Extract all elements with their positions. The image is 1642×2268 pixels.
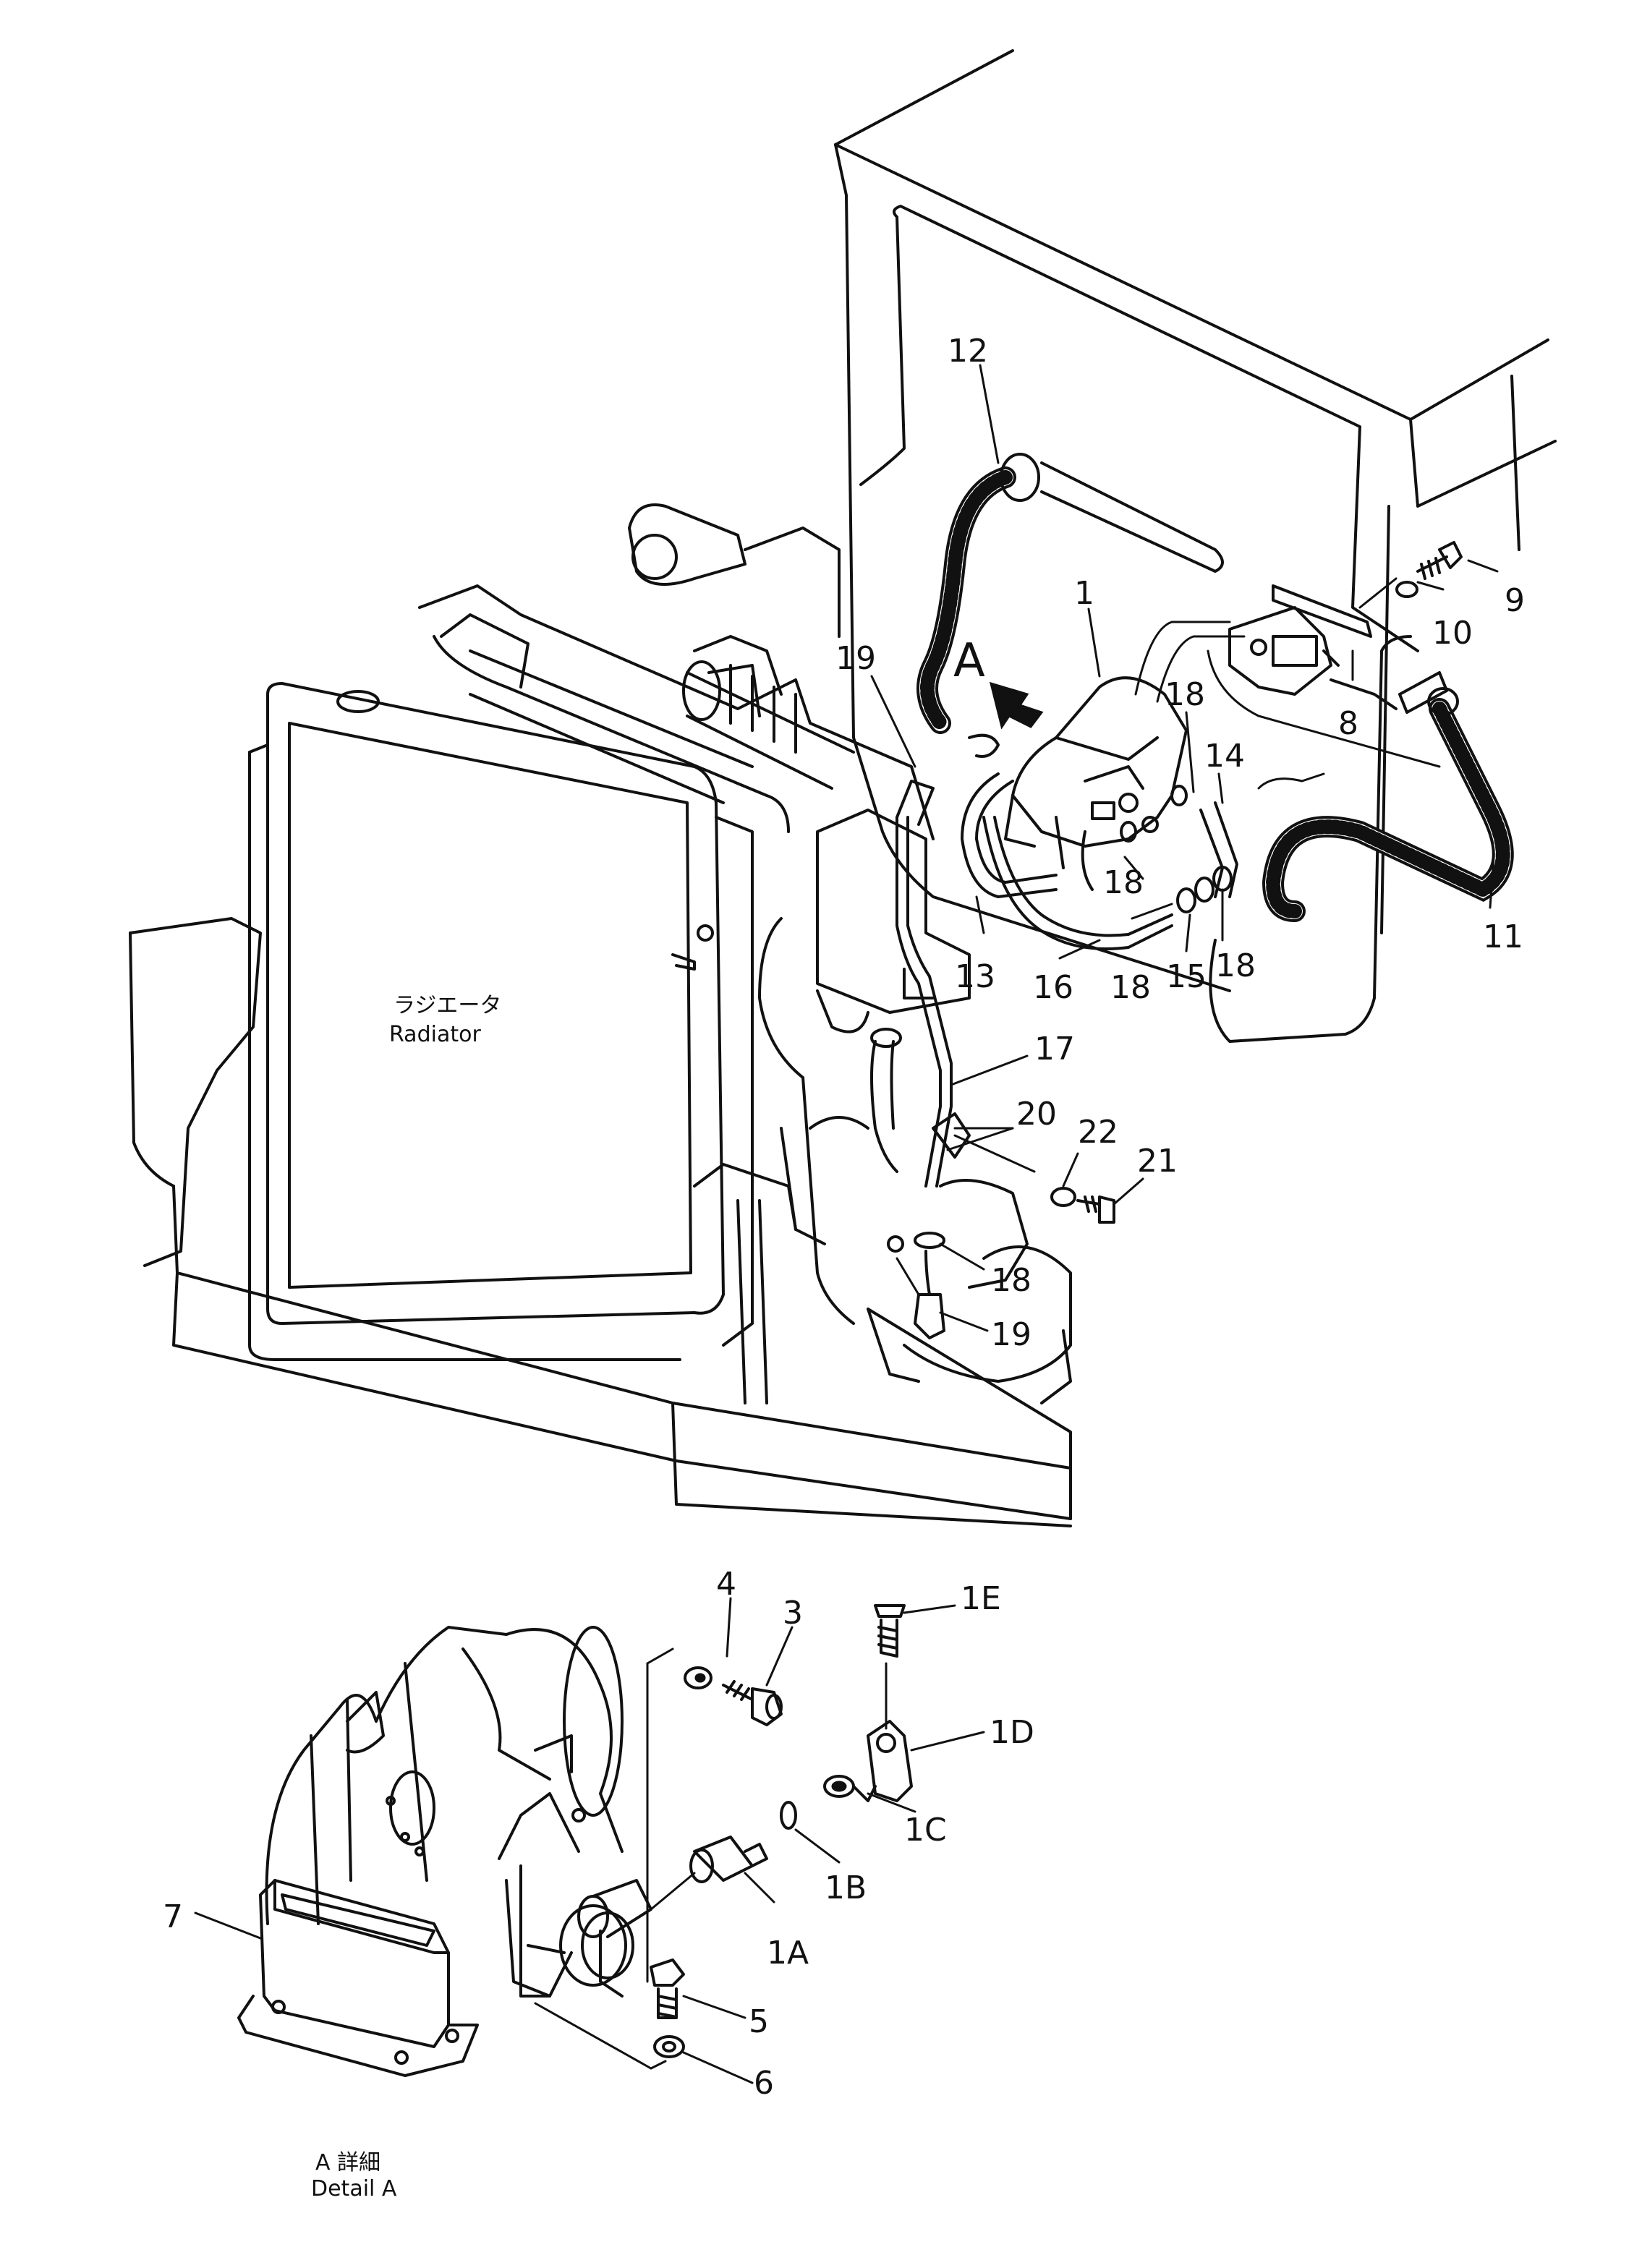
radiator-label-jp: ラジエータ (394, 993, 501, 1018)
callout-12: 12 (948, 333, 988, 370)
heater-unit (1004, 676, 1188, 891)
callout-1c: 1C (904, 1812, 947, 1849)
callout-20: 20 (1016, 1096, 1057, 1133)
detail-a-dashed-guides (534, 1647, 674, 2070)
callout-9: 9 (1505, 582, 1525, 619)
bracket-20 (932, 1112, 1036, 1173)
callout-1e: 1E (961, 1580, 1001, 1617)
callout-7: 7 (163, 1898, 183, 1935)
view-marker-a: A (953, 634, 985, 688)
callout-1b: 1B (825, 1870, 867, 1906)
callout-1: 1 (1074, 575, 1094, 612)
callout-10: 10 (1432, 615, 1473, 652)
bolt-5 (650, 1958, 685, 2019)
radiator-guard-frame (129, 917, 1072, 1527)
detail-label-en: Detail A (311, 2176, 397, 2201)
detail-a-control-box (237, 1879, 479, 2077)
callout-6: 6 (754, 2065, 774, 2102)
engine-block (418, 503, 1072, 1404)
callout-1d: 1D (990, 1714, 1034, 1751)
callout-18-a: 18 (1165, 676, 1205, 713)
leader-lines (194, 364, 1499, 2084)
callout-4: 4 (716, 1566, 736, 1603)
callout-18-e: 18 (991, 1262, 1031, 1299)
washer-10 (1358, 577, 1418, 609)
callout-5: 5 (749, 2003, 769, 2040)
callout-18-b: 18 (1103, 864, 1144, 901)
bolt-21 (1076, 1195, 1115, 1224)
washer-6 (653, 2035, 685, 2058)
intake-pipes (440, 613, 855, 804)
sensor-1a (650, 1836, 768, 1911)
heater-hoses (870, 453, 1514, 1339)
valve-assembly (1228, 584, 1398, 710)
callout-1a: 1A (767, 1935, 809, 1971)
detail-a-heater-body (265, 1626, 634, 1987)
nut-1c (823, 1775, 855, 1798)
callout-21: 21 (1137, 1143, 1178, 1180)
callout-11: 11 (1483, 918, 1523, 955)
callout-17: 17 (1034, 1031, 1075, 1067)
o-ring-1b (780, 1801, 797, 1830)
clamp-1d (852, 1662, 913, 1802)
radiator (248, 682, 754, 1361)
detail-a-bracket (498, 1792, 624, 1998)
callout-14: 14 (1204, 738, 1245, 775)
detail-label-jp: A 詳細 (315, 2150, 380, 2175)
detail-a-shaft (577, 1879, 652, 1938)
callout-labels: 12 1 19 18 14 18 13 16 18 15 18 8 9 10 1… (163, 333, 1525, 2102)
screw-1e (874, 1604, 906, 1658)
washer-22 (1050, 1187, 1076, 1207)
callout-15: 15 (1166, 958, 1207, 995)
callout-18-d: 18 (1215, 947, 1256, 984)
radiator-label-en: Radiator (389, 1022, 481, 1047)
bolt-3 (722, 1680, 783, 1726)
callout-3: 3 (783, 1595, 803, 1632)
callout-13: 13 (955, 958, 995, 995)
washer-4 (684, 1666, 712, 1689)
callout-16: 16 (1033, 969, 1073, 1006)
callout-22: 22 (1078, 1114, 1118, 1151)
bolt-9 (1416, 541, 1463, 580)
callout-8: 8 (1338, 705, 1358, 742)
callout-19-lower: 19 (991, 1316, 1031, 1353)
view-arrow-a: A (953, 634, 1044, 730)
callout-18-c: 18 (1110, 969, 1151, 1006)
callout-19-upper: 19 (835, 640, 876, 677)
